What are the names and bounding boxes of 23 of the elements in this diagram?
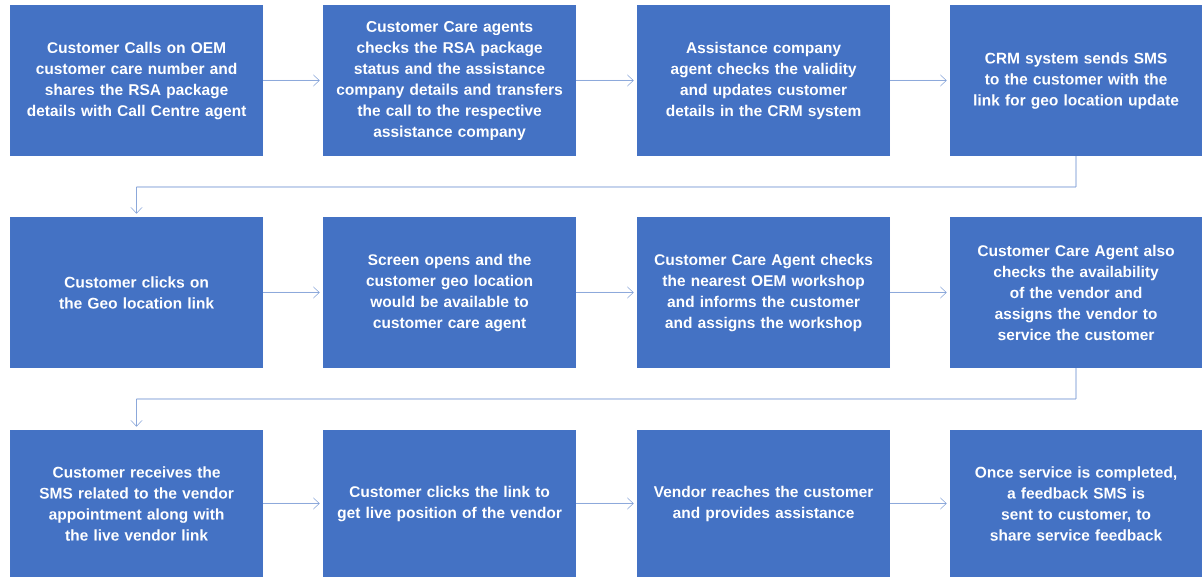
arrow [889, 74, 947, 87]
process-box: Screen opens and the customer geo location would be available to customer care agent [323, 217, 576, 368]
arrow [889, 497, 947, 510]
process-box: Customer Care Agent also checks the availability of the vendor and assigns the vendor to service the customer [950, 217, 1202, 368]
arrow [130, 155, 1077, 214]
process-box: Once service is completed, a feedback SMS is sent to customer, to share service feedback [950, 430, 1202, 577]
arrow [889, 286, 947, 299]
arrow [575, 497, 634, 510]
process-box: Assistance company agent checks the validity and updates customer details in the CRM system [637, 5, 890, 156]
arrow [575, 286, 634, 299]
process-box: CRM system sends SMS to the customer with the link for geo location update [950, 5, 1202, 156]
process-box: Customer clicks on the Geo location link [10, 217, 263, 368]
process-box: Customer Care Agent checks the nearest OEM workshop and informs the customer and assigns the workshop [637, 217, 890, 368]
arrow [575, 74, 634, 87]
arrow [262, 497, 320, 510]
arrow [262, 74, 320, 87]
process-box: Customer Calls on OEM customer care number and shares the RSA package details with Call Centre agent [10, 5, 263, 156]
process-box: Customer Care agents checks the RSA package status and the assistance company details and transfers the call to the respective assistance company [323, 5, 576, 156]
process-box: Customer receives the SMS related to the vendor appointment along with the live vendor link [10, 430, 263, 577]
process-box: Vendor reaches the customer and provides assistance [637, 430, 890, 577]
process-box: Customer clicks the link to get live position of the vendor [323, 430, 576, 577]
arrow [130, 367, 1077, 427]
arrow [262, 286, 320, 299]
